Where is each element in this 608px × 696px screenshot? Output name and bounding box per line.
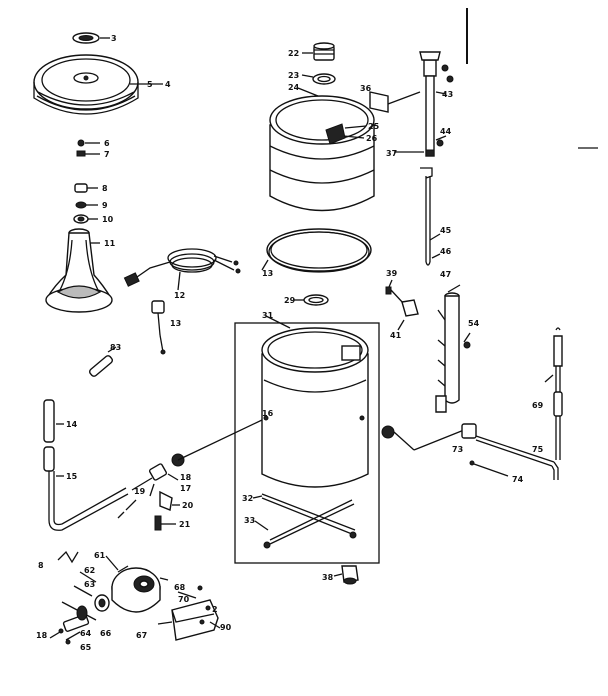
label-54: 54	[468, 319, 480, 328]
label-47: 47	[440, 270, 451, 279]
label-24: 24	[288, 83, 300, 92]
part-83-tube	[88, 346, 117, 377]
label-18-bottom: 18	[36, 631, 48, 640]
label-12: 12	[174, 291, 185, 300]
label-13-ring: 13	[262, 269, 273, 278]
label-26: 26	[366, 134, 378, 143]
part-22-23-cap-and-ring	[301, 42, 336, 85]
label-44: 44	[440, 127, 452, 136]
part-16-73-75-drain-hose	[381, 423, 559, 480]
label-4: 4	[165, 80, 171, 89]
label-39: 39	[386, 269, 398, 278]
label-36: 36	[360, 84, 372, 93]
part-69-hose	[544, 327, 563, 460]
label-16-left: 16	[262, 409, 274, 418]
label-8-bottom: 8	[38, 561, 44, 570]
label-63: 63	[84, 580, 95, 589]
label-66: 66	[100, 629, 112, 638]
label-62: 62	[84, 566, 95, 575]
label-33: 33	[244, 516, 255, 525]
label-17: 17	[180, 484, 191, 493]
label-31: 31	[262, 311, 274, 320]
part-29-seal	[294, 294, 329, 306]
label-90: 90	[220, 623, 232, 632]
label-73: 73	[452, 445, 463, 454]
label-7: 7	[104, 150, 110, 159]
part-67-70-motor-bracket	[157, 585, 221, 641]
label-14: 14	[66, 420, 78, 429]
label-18: 18	[180, 473, 192, 482]
label-21: 21	[179, 520, 191, 529]
label-65: 65	[80, 643, 92, 652]
part-3-cap	[72, 32, 110, 44]
label-41: 41	[390, 331, 402, 340]
label-83: 83	[110, 343, 121, 352]
label-8: 8	[102, 184, 108, 193]
part-8-9-10-fasteners	[73, 183, 98, 224]
part-13-tub-ring	[261, 228, 372, 273]
label-19: 19	[134, 487, 146, 496]
part-61-motor	[105, 555, 169, 613]
label-22: 22	[288, 49, 299, 58]
part-16-21-pump-fittings	[117, 419, 263, 531]
part-4-lid	[33, 54, 163, 115]
label-25: 25	[368, 122, 380, 131]
part-32-33-cross-brace	[252, 493, 357, 549]
label-13-switch: 13	[170, 319, 181, 328]
label-37: 37	[386, 149, 397, 158]
label-38: 38	[322, 573, 334, 582]
part-6-7-screw	[76, 139, 100, 157]
label-45: 45	[440, 226, 452, 235]
label-74: 74	[512, 475, 524, 484]
part-labels: 3 5 4 6 7 8 9 10 11 12 13 83 14 15 16 17…	[36, 34, 544, 652]
part-36-37-43-shaft-assembly	[369, 51, 454, 157]
part-31-outer-tub-box	[234, 315, 380, 564]
label-5: 5	[147, 80, 153, 89]
part-12-power-cord	[123, 248, 241, 291]
label-43: 43	[442, 90, 453, 99]
part-39-41-clip	[385, 279, 419, 331]
part-13-switch	[151, 300, 166, 355]
label-67: 67	[136, 631, 147, 640]
label-3: 3	[111, 34, 117, 43]
label-15: 15	[66, 472, 78, 481]
label-20: 20	[182, 501, 194, 510]
label-32: 32	[242, 494, 253, 503]
part-45-46-rod	[420, 167, 441, 266]
part-11-agitator	[45, 228, 113, 313]
label-29: 29	[284, 296, 296, 305]
label-9: 9	[102, 201, 108, 210]
part-38-fitting	[333, 565, 359, 585]
label-46: 46	[440, 247, 452, 256]
label-70: 70	[178, 595, 190, 604]
part-31-outer-tub	[261, 327, 369, 488]
label-11: 11	[104, 239, 116, 248]
label-61: 61	[94, 551, 106, 560]
part-24-inner-basket	[269, 87, 375, 212]
part-62-66-motor-fasteners	[49, 550, 110, 645]
label-23: 23	[288, 71, 299, 80]
label-10: 10	[102, 215, 114, 224]
label-2: 2	[212, 605, 218, 614]
label-68: 68	[174, 583, 186, 592]
label-6: 6	[104, 139, 110, 148]
part-47-54-drain-tube	[435, 284, 471, 413]
label-75: 75	[532, 445, 544, 454]
label-64: 64	[80, 629, 92, 638]
label-69: 69	[532, 401, 544, 410]
part-14-15-hose	[43, 399, 129, 531]
